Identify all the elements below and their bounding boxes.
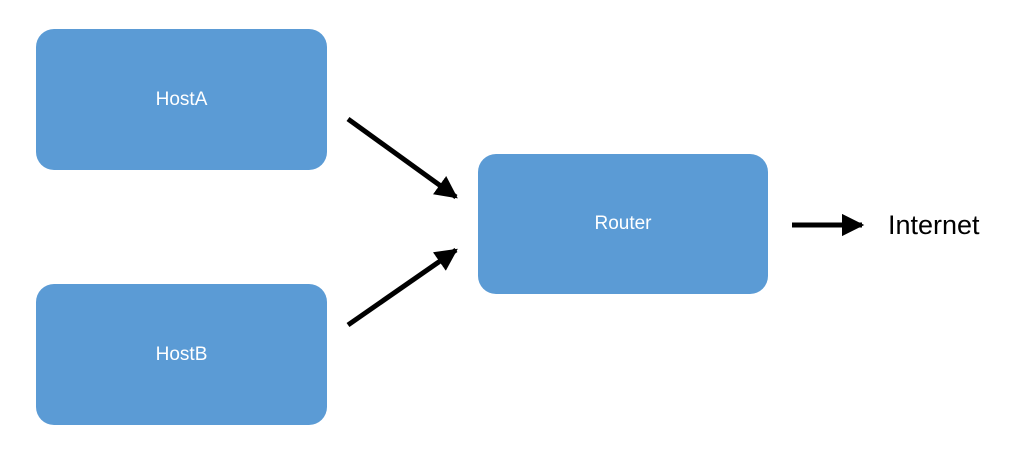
arrow-host-a-to-router bbox=[346, 116, 458, 200]
router-node: Router bbox=[478, 154, 768, 294]
host-a-node: HostA bbox=[36, 29, 327, 170]
host-a-label: HostA bbox=[155, 88, 208, 110]
host-b-label: HostB bbox=[155, 343, 208, 365]
internet-label: Internet bbox=[888, 210, 980, 240]
host-b-node: HostB bbox=[36, 284, 327, 425]
router-label: Router bbox=[594, 213, 652, 234]
arrow-host-b-to-router bbox=[346, 247, 458, 328]
